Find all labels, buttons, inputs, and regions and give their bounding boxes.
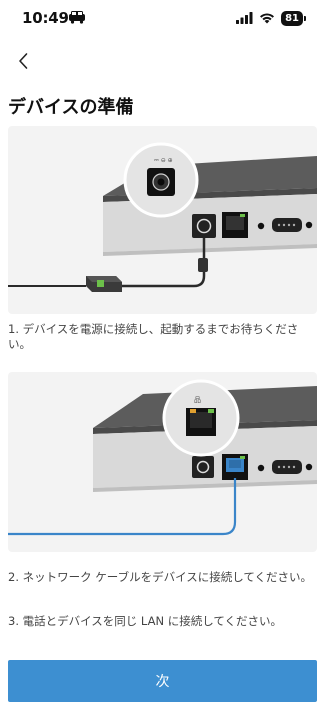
router-ethernet-image: 品 xyxy=(8,379,317,536)
step-3-text: 3. 電話とデバイスを同じ LAN に接続してください。 xyxy=(8,614,283,628)
signal-icon xyxy=(236,12,253,24)
car-icon xyxy=(69,11,85,24)
svg-text:⎓ ⊖ ⊕: ⎓ ⊖ ⊕ xyxy=(154,157,173,164)
battery-icon: 81 xyxy=(281,10,306,26)
status-time: 10:49 xyxy=(22,9,69,27)
back-button[interactable] xyxy=(8,46,38,76)
page-title: デバイスの準備 xyxy=(8,97,134,118)
chevron-left-icon xyxy=(19,53,28,69)
power-connection-illustration: ⎓ ⊖ ⊕ xyxy=(8,126,317,314)
status-bar: 10:49 81 xyxy=(0,0,325,36)
router-power-image: ⎓ ⊖ ⊕ xyxy=(8,142,317,292)
svg-text:品: 品 xyxy=(194,396,201,404)
next-button[interactable]: 次 xyxy=(8,660,317,702)
wifi-icon xyxy=(260,13,275,24)
status-icons: 81 xyxy=(236,9,306,27)
ethernet-connection-illustration: 品 xyxy=(8,372,317,552)
step-2-text: 2. ネットワーク ケーブルをデバイスに接続してください。 xyxy=(8,570,313,584)
step-1-text: 1. デバイスを電源に接続し、起動するまでお待ちください。 xyxy=(8,322,299,351)
